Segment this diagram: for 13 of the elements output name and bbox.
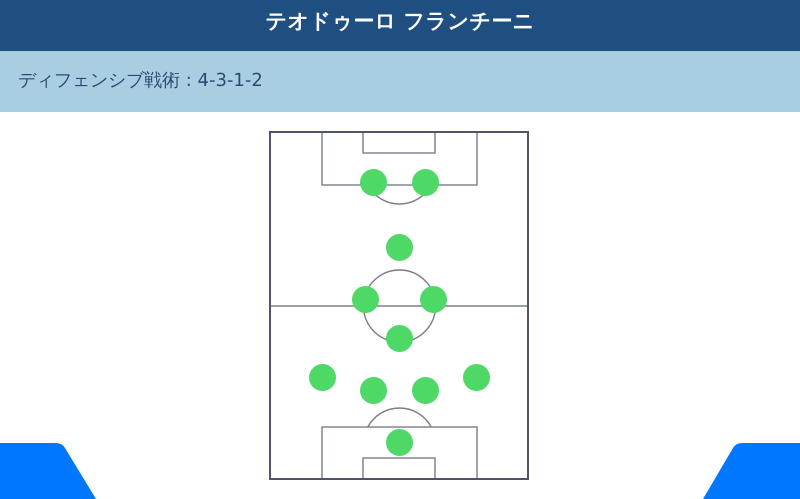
player-marker [386, 234, 412, 260]
player-marker [360, 168, 386, 196]
player-marker [462, 364, 490, 390]
player-marker [352, 286, 378, 312]
player-marker [386, 324, 412, 352]
title: テオドゥーロ フランチーニ [265, 8, 535, 35]
player-marker [308, 364, 336, 390]
player-marker [420, 286, 446, 312]
subtitle-band: ディフェンシブ戦術 : 4-3-1-2 [0, 51, 800, 112]
player-marker [360, 376, 386, 404]
player-marker [412, 168, 438, 196]
player-marker [386, 428, 412, 456]
player-marker [412, 376, 438, 404]
